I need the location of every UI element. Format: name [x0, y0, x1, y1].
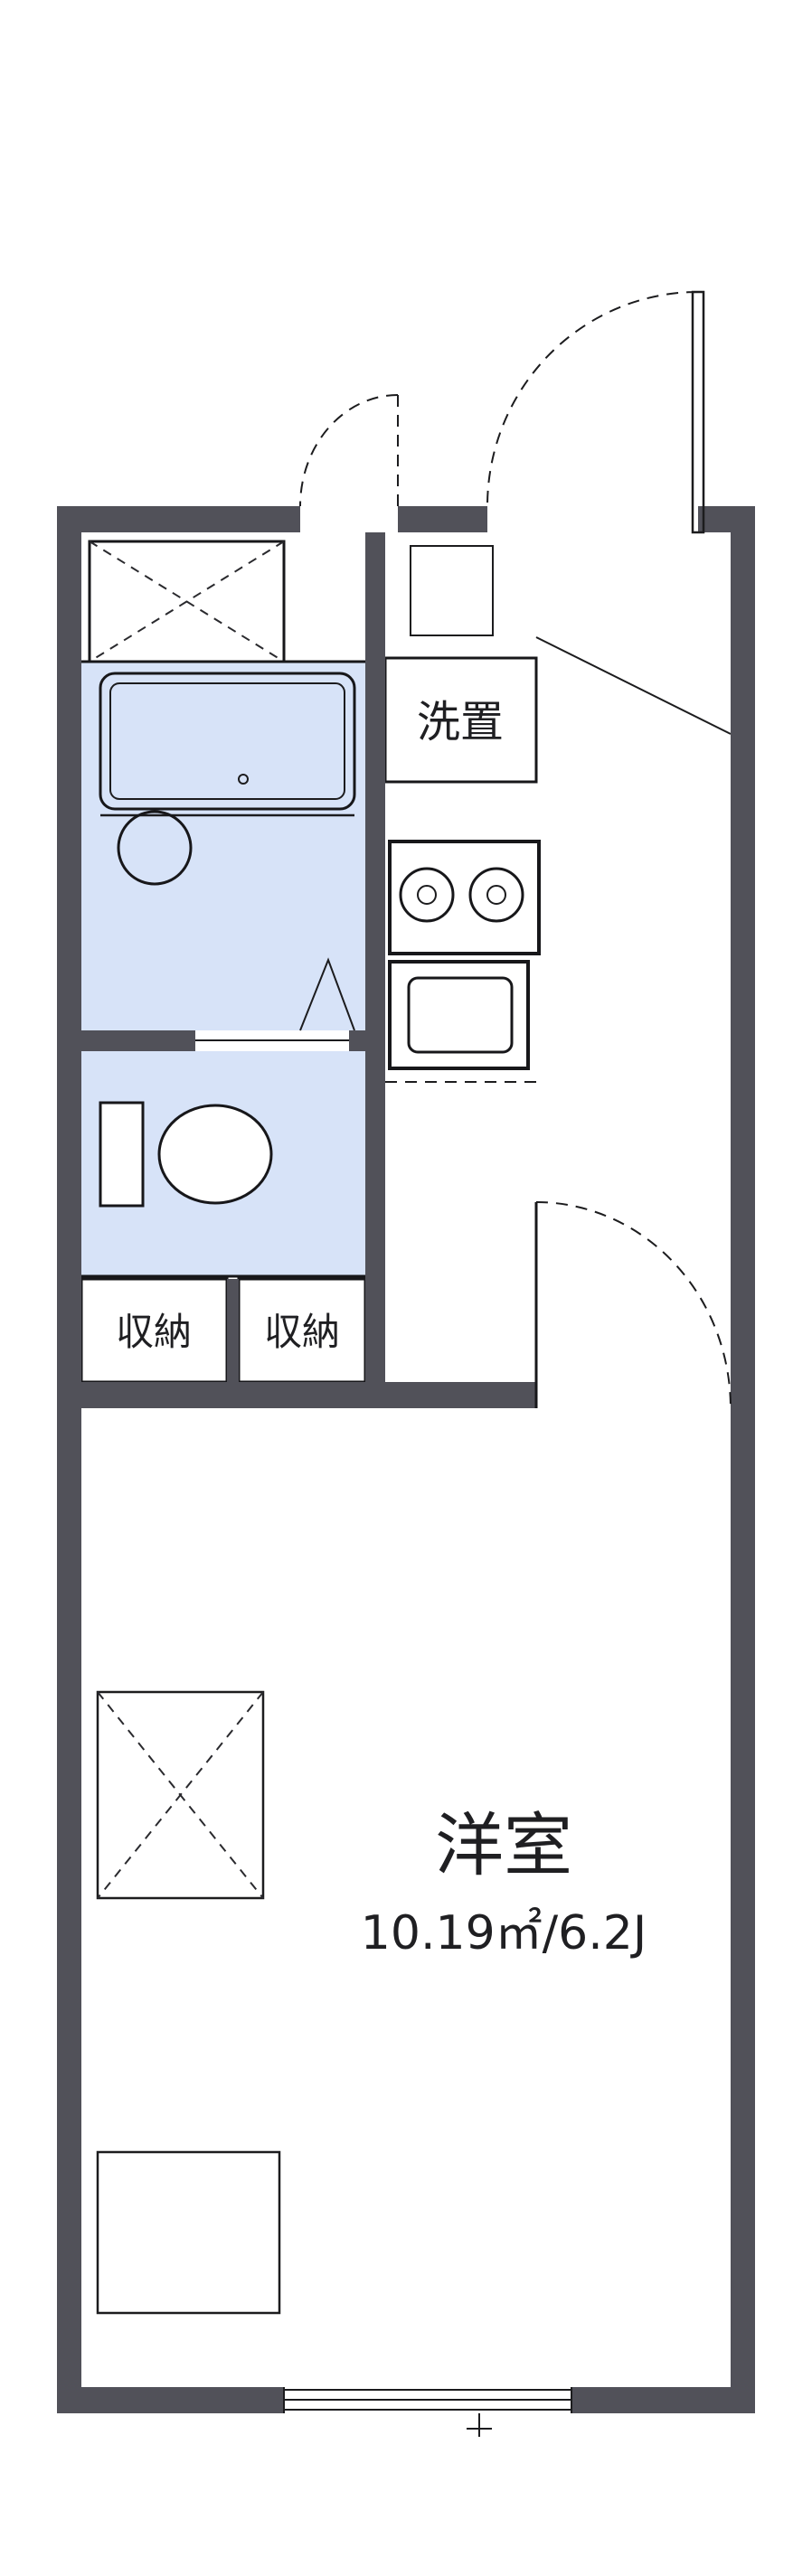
room-size-label: 10.19㎡/6.2J	[361, 1906, 647, 1960]
wall-bottom-left	[57, 2387, 284, 2413]
furniture-rect	[96, 2150, 281, 2315]
bathroom-floor	[81, 662, 365, 1030]
wall-bath-toilet-right	[349, 1030, 385, 1051]
crossed-hatch-area	[88, 540, 286, 663]
wall-bath-toilet-left	[81, 1030, 195, 1051]
room-door	[534, 1201, 732, 1409]
bath-folding-door	[299, 957, 355, 1031]
small-door-swing-arc	[299, 394, 399, 507]
shoe-cabinet	[410, 545, 494, 636]
storage-left-label: 収納	[116, 1310, 192, 1354]
entrance-step-line	[535, 636, 732, 735]
bathtub	[99, 672, 356, 811]
stove	[388, 840, 541, 955]
room-name-label: 洋室	[435, 1805, 572, 1885]
wall-left	[57, 506, 81, 2413]
kitchen-sink	[388, 960, 530, 1070]
entrance-door	[486, 290, 705, 534]
wall-top-middle	[398, 506, 487, 532]
wall-right	[731, 506, 755, 2413]
wall-storage-divider	[227, 1279, 239, 1382]
entrance-door-leaf	[691, 290, 705, 534]
wall-bath-kitchen-divider	[365, 532, 385, 1408]
storage-closet-right	[237, 1277, 367, 1384]
crossed-furniture-box	[96, 1690, 265, 1900]
storage-right-label: 収納	[264, 1310, 340, 1354]
walls	[57, 506, 755, 2413]
small-top-door	[299, 394, 399, 507]
bottom-window	[283, 2387, 572, 2413]
washbasin	[117, 810, 193, 886]
toilet	[99, 1101, 273, 1208]
window-center-mark	[467, 2413, 492, 2437]
wall-under-storage	[81, 1382, 536, 1408]
storage-closet-left	[80, 1277, 229, 1384]
wall-top-left	[57, 506, 300, 532]
wall-bottom-right	[571, 2387, 755, 2413]
entrance-door-swing-arc	[486, 291, 699, 507]
laundry-space-label: 洗置	[417, 697, 504, 747]
room-door-swing-arc	[535, 1201, 732, 1409]
